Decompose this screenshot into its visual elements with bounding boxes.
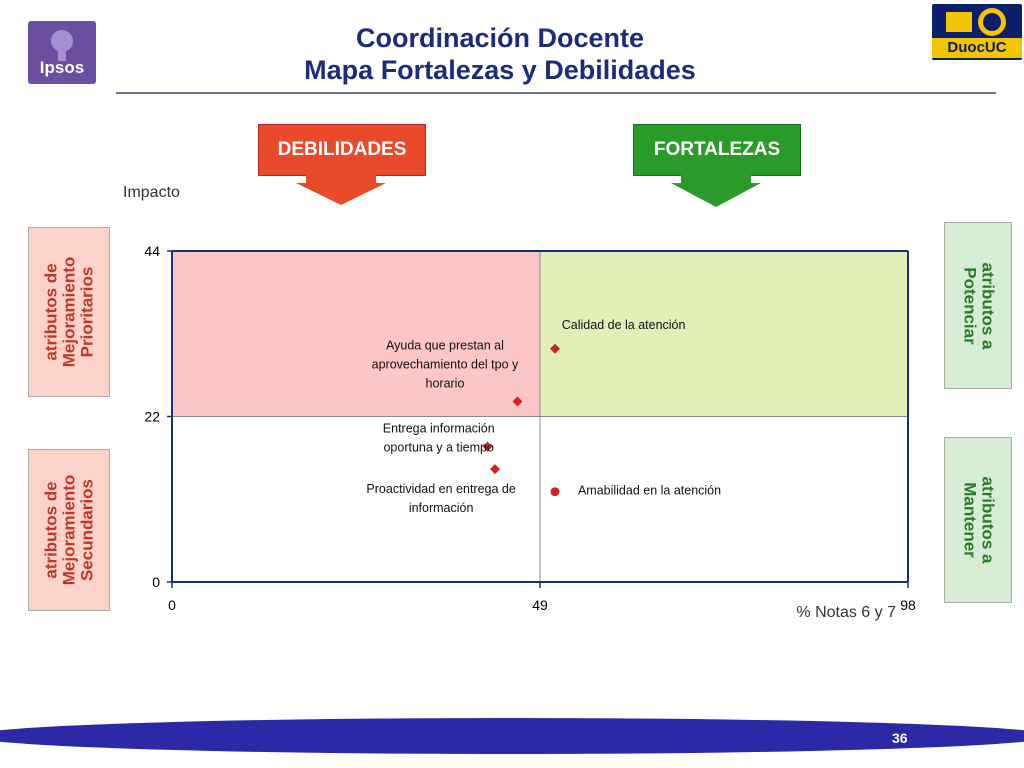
data-label-line: Ayuda que prestan al: [386, 338, 504, 352]
debilidades-arrow-icon: [296, 175, 386, 205]
footer-band: [0, 712, 1024, 760]
data-label: Ayuda que prestan al aprovechamiento del …: [372, 338, 519, 390]
data-label: Amabilidad en la atención: [578, 484, 721, 498]
page-number: 36: [892, 730, 908, 746]
duocuc-logo: DuocUC: [932, 4, 1022, 60]
data-label-line: aprovechamiento del tpo y: [372, 357, 519, 371]
data-label-line: horario: [426, 376, 465, 390]
data-point: [482, 441, 493, 452]
scatter-chart: 0 22 44 0 49 98 Impacto % Notas 6 y 7 Calidad de…: [123, 184, 916, 621]
head-silhouette-icon: [51, 30, 73, 61]
x-tick-label: 0: [168, 597, 176, 613]
data-point: [512, 396, 523, 407]
data-label-line: Calidad de la atención: [562, 318, 686, 332]
data-label-line: Proactividad en entrega de: [366, 482, 515, 496]
data-point: [550, 487, 560, 497]
page-title: Coordinación Docente Mapa Fortalezas y D…: [120, 22, 880, 86]
quadrant-debilidades: [172, 251, 540, 417]
data-label: Calidad de la atención: [562, 318, 686, 332]
data-label-line: información: [409, 501, 474, 515]
ipsos-logo-text: Ipsos: [39, 58, 85, 77]
side-label-mejoramiento-secundarios: atributos de Mejoramiento Secundarios: [28, 449, 110, 611]
title-line2: Mapa Fortalezas y Debilidades: [304, 55, 696, 85]
x-axis-label: % Notas 6 y 7: [796, 604, 896, 621]
fortalezas-arrow-icon: [671, 175, 761, 207]
title-line1: Coordinación Docente: [355, 23, 645, 53]
y-axis-label: Impacto: [123, 184, 180, 201]
fortalezas-header: FORTALEZAS: [633, 124, 801, 176]
x-tick-label: 49: [532, 597, 548, 613]
y-tick-label: 44: [144, 243, 160, 259]
duocuc-logo-text: DuocUC: [932, 38, 1022, 58]
title-divider: [116, 92, 996, 94]
data-label-line: oportuna y a tiempo: [383, 441, 494, 455]
data-label-line: Amabilidad en la atención: [578, 484, 721, 498]
crest-icon: [946, 8, 1006, 36]
ipsos-logo: Ipsos: [28, 21, 96, 84]
y-tick-label: 0: [152, 574, 160, 590]
y-tick-label: 22: [144, 409, 160, 425]
data-point: [550, 343, 561, 354]
x-tick-label: 98: [900, 597, 916, 613]
quadrant-fortalezas: [540, 251, 908, 417]
side-label-mantener: atributos a Mantener: [944, 437, 1012, 603]
side-label-mejoramiento-prioritarios: atributos de Mejoramiento Prioritarios: [28, 227, 110, 397]
data-label-line: Entrega información: [383, 422, 495, 436]
data-label: Proactividad en entrega de información: [366, 482, 515, 515]
data-label: Entrega información oportuna y a tiempo: [383, 422, 495, 455]
side-label-potenciar: atributos a Potenciar: [944, 222, 1012, 389]
data-point: [489, 464, 500, 475]
debilidades-header: DEBILIDADES: [258, 124, 426, 176]
